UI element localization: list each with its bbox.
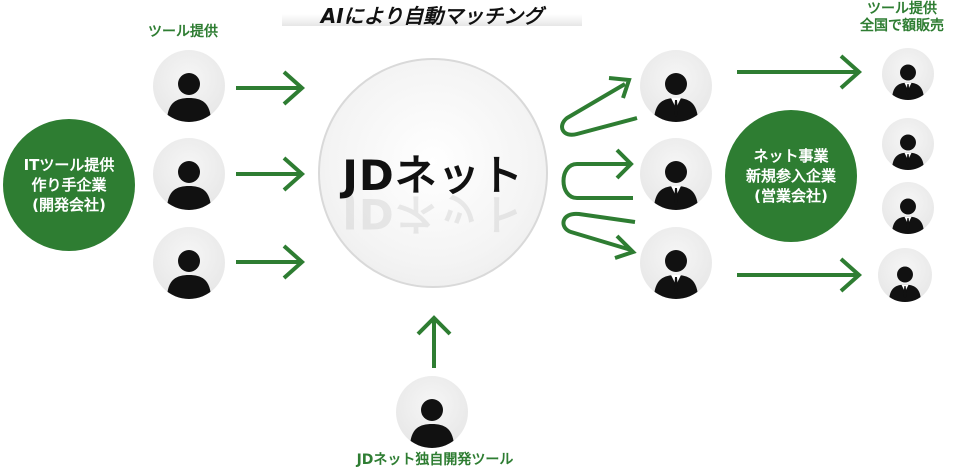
sales-line-1: ネット事業: [753, 147, 829, 165]
curved-arrow-icon: [561, 211, 637, 260]
right-tools-label: ツール提供 全国で額販売: [840, 1, 964, 35]
arrow-right-icon: [737, 257, 863, 293]
page-title: AIにより自動マッチング: [320, 4, 544, 28]
arrow-right-icon: [236, 156, 306, 192]
person-icon: [153, 138, 225, 210]
arrow-right-icon: [236, 70, 306, 106]
bottom-tool-label: JDネット独自開発ツール: [356, 452, 514, 468]
person-icon: [153, 227, 225, 299]
left-tools-label: ツール提供: [148, 24, 218, 40]
developer-line-2: 作り手企業: [31, 176, 107, 194]
businessman-icon: [882, 118, 934, 170]
developer-line-3: (開発会社): [32, 196, 106, 214]
arrow-up-icon: [416, 315, 452, 368]
title-underline: [282, 0, 582, 26]
curved-arrow-icon: [560, 76, 638, 137]
jdnet-hub-circle: [318, 58, 548, 288]
businessman-icon: [882, 48, 934, 100]
person-icon: [153, 50, 225, 122]
developer-line-1: ITツール提供: [23, 156, 115, 174]
sales-line-3: (営業会社): [754, 187, 828, 205]
sales-line-2: 新規参入企業: [745, 167, 836, 185]
developer-company-circle: ITツール提供 作り手企業 (開発会社): [3, 119, 135, 251]
businessman-icon: [640, 138, 712, 210]
businessman-icon: [882, 182, 934, 234]
arrow-right-icon: [737, 54, 863, 90]
businessman-icon: [878, 248, 932, 302]
person-icon: [396, 376, 468, 448]
right-tools-line-1: ツール提供: [867, 1, 937, 17]
curved-arrow-icon: [561, 148, 634, 200]
businessman-icon: [640, 227, 712, 299]
right-tools-line-2: 全国で額販売: [860, 18, 944, 34]
businessman-icon: [640, 50, 712, 122]
arrow-right-icon: [236, 244, 306, 280]
jdnet-logo-text: JDネット: [342, 151, 524, 200]
sales-company-circle: ネット事業 新規参入企業 (営業会社): [725, 110, 857, 242]
